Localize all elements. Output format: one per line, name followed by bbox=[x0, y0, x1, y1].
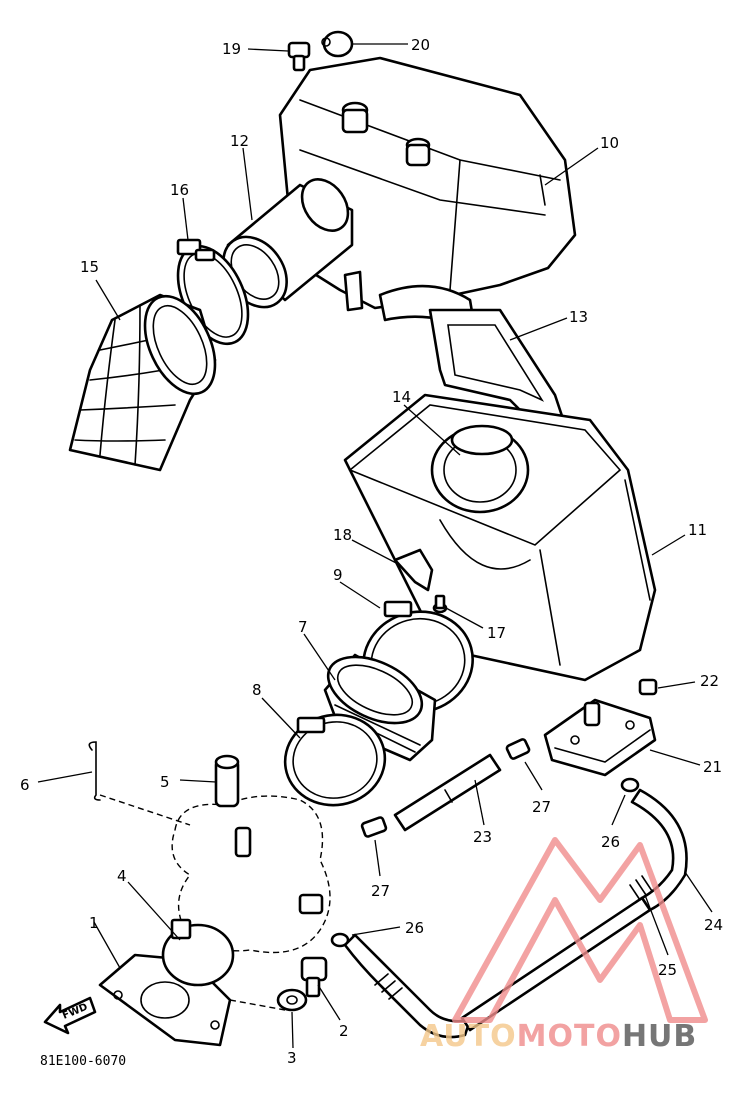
bolt-and-washer bbox=[276, 956, 328, 1012]
callout-26-lower: 26 bbox=[405, 919, 424, 937]
leader-lines bbox=[37, 43, 713, 1049]
callout-10: 10 bbox=[600, 134, 619, 152]
watermark-auto: AUTO bbox=[420, 1019, 517, 1054]
automotohub-watermark: AUTOMOTOHUB bbox=[420, 837, 708, 1054]
callout-5: 5 bbox=[160, 773, 170, 791]
callout-27-lower: 27 bbox=[371, 882, 390, 900]
callout-17: 17 bbox=[487, 624, 506, 642]
callout-21: 21 bbox=[703, 758, 722, 776]
callout-25: 25 bbox=[658, 961, 677, 979]
callout-numbers: 1 2 3 4 5 6 7 8 9 10 11 12 13 14 15 16 1… bbox=[20, 36, 723, 1067]
callout-18: 18 bbox=[333, 526, 352, 544]
carburetor-outline bbox=[99, 794, 331, 1011]
plug-and-fitting bbox=[214, 754, 252, 858]
callout-8: 8 bbox=[252, 681, 262, 699]
watermark-hub: HUB bbox=[622, 1019, 697, 1054]
fuel-hose-right bbox=[460, 777, 688, 1032]
callout-12: 12 bbox=[230, 132, 249, 150]
callout-1: 1 bbox=[89, 914, 99, 932]
fuel-pump bbox=[543, 678, 658, 777]
air-cleaner-case bbox=[343, 393, 657, 682]
callout-24: 24 bbox=[704, 916, 723, 934]
callout-22: 22 bbox=[700, 672, 719, 690]
air-cleaner-case-cover bbox=[278, 56, 577, 332]
callout-14: 14 bbox=[392, 388, 411, 406]
callout-23: 23 bbox=[473, 828, 492, 846]
callout-26-right: 26 bbox=[601, 833, 620, 851]
callout-2: 2 bbox=[339, 1022, 349, 1040]
callout-20: 20 bbox=[411, 36, 430, 54]
clamp-lower-carb bbox=[283, 713, 387, 807]
callout-15: 15 bbox=[80, 258, 99, 276]
diagram-code: 81E100-6070 bbox=[40, 1054, 126, 1069]
spring-clip bbox=[88, 741, 101, 801]
callout-3: 3 bbox=[287, 1049, 297, 1067]
callout-19: 19 bbox=[222, 40, 241, 58]
watermark-moto: MOTO bbox=[517, 1019, 622, 1054]
top-bolt-and-clip bbox=[287, 30, 354, 72]
callout-7: 7 bbox=[298, 618, 308, 636]
callout-6: 6 bbox=[20, 776, 30, 794]
intake-manifold bbox=[98, 918, 235, 1047]
callout-11: 11 bbox=[688, 521, 707, 539]
callout-9: 9 bbox=[333, 566, 343, 584]
callout-27-right: 27 bbox=[532, 798, 551, 816]
watermark-mountain-logo bbox=[452, 837, 708, 1023]
callout-16: 16 bbox=[170, 181, 189, 199]
callout-4: 4 bbox=[117, 867, 127, 885]
forward-arrow: FWD bbox=[43, 996, 97, 1035]
intake-funnel bbox=[68, 293, 217, 472]
fuel-hose-and-clips bbox=[360, 738, 531, 838]
callout-13: 13 bbox=[569, 308, 588, 326]
watermark-text: AUTOMOTOHUB bbox=[420, 1019, 697, 1054]
